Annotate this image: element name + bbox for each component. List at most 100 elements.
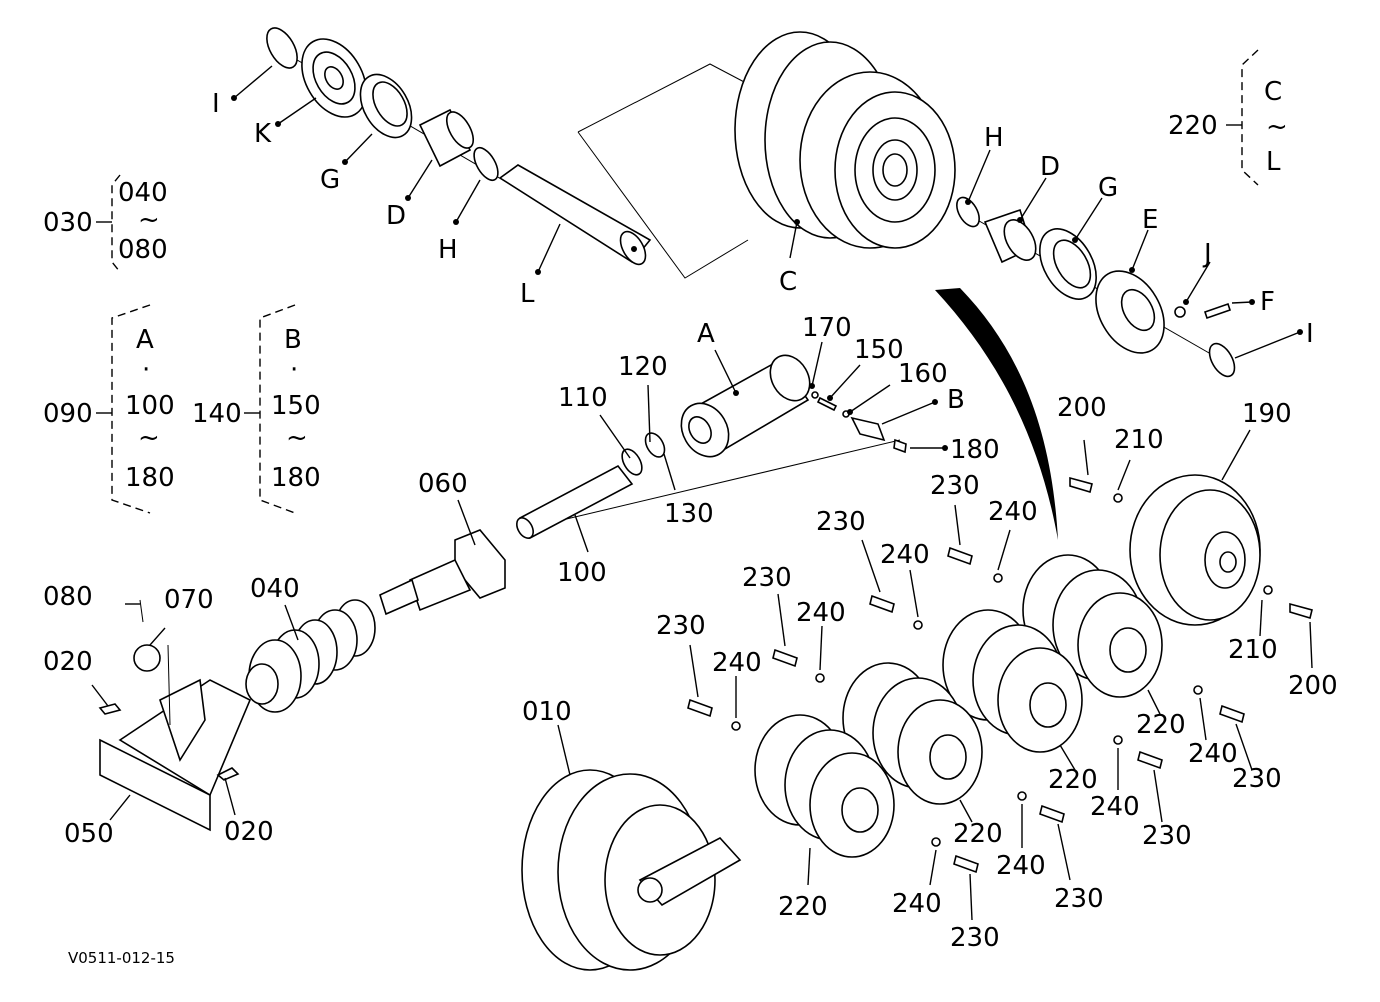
group-220-to: L (1266, 147, 1281, 177)
nut-070 (125, 599, 166, 672)
end-cap-e (1095, 270, 1165, 354)
group-220: 220 C ~ L (1168, 49, 1288, 186)
upper-right-parts (956, 149, 1303, 378)
group-140-parent: 140 (192, 399, 242, 429)
track-roller-1 (1022, 554, 1163, 698)
roller-label-240: 240 (996, 851, 1046, 881)
callout-g-right: G (1098, 173, 1118, 203)
collar-d-right (983, 208, 1037, 264)
callout-labels: I K G D H L C H D G E J F I A 170 150 16… (43, 89, 1338, 967)
callout-150: 150 (854, 335, 904, 365)
group-140-tilde: ~ (286, 423, 308, 453)
callout-c: C (779, 267, 797, 297)
reference-code: V0511-012-15 (68, 949, 175, 967)
group-090-c: 180 (125, 463, 175, 493)
group-090-a: A (136, 325, 154, 355)
roller-label-230: 230 (1142, 821, 1192, 851)
roller-label-240: 240 (880, 540, 930, 570)
roller-label-220: 220 (778, 892, 828, 922)
roller-label-230: 230 (930, 471, 980, 501)
callout-180: 180 (950, 435, 1000, 465)
callout-020-left: 020 (43, 647, 93, 677)
callout-210-right: 210 (1228, 635, 1278, 665)
roller-label-230: 230 (950, 923, 1000, 953)
upper-left-shaft-assembly (231, 27, 652, 275)
callout-060: 060 (418, 469, 468, 499)
roller-fasteners (687, 504, 1253, 921)
idler-wheel-010 (521, 724, 742, 971)
group-090-parent: 090 (43, 399, 93, 429)
roller-label-240: 240 (1090, 792, 1140, 822)
roller-label-230: 230 (1054, 884, 1104, 914)
callout-f: F (1260, 287, 1275, 317)
roller-label-220: 220 (1048, 765, 1098, 795)
callout-d-top: D (386, 201, 406, 231)
seal-g-right (1039, 228, 1097, 300)
callout-k: K (254, 119, 272, 149)
callout-h-top: H (438, 235, 458, 265)
callout-010: 010 (522, 697, 572, 727)
group-030-from: 040 (118, 178, 168, 208)
callout-040: 040 (250, 574, 300, 604)
wheel-190 (1069, 429, 1313, 669)
callout-a: A (697, 319, 715, 349)
group-140-c: 180 (271, 463, 321, 493)
callout-200-top: 200 (1057, 393, 1107, 423)
roller-label-230: 230 (816, 507, 866, 537)
grease-cylinder-assembly (519, 341, 948, 531)
group-090: 090 A · 100 ~ 180 (43, 304, 175, 514)
callout-j: J (1202, 239, 1212, 269)
rod-100 (516, 464, 634, 553)
roller-label-230: 230 (1232, 764, 1282, 794)
group-030-to: 080 (118, 235, 168, 265)
roller-label-240: 240 (988, 497, 1038, 527)
group-140-a: B (284, 325, 302, 355)
callout-100: 100 (557, 558, 607, 588)
callout-070: 070 (164, 585, 214, 615)
callout-d-right: D (1040, 152, 1060, 182)
roller-label-240: 240 (796, 598, 846, 628)
assembly-arrow (935, 288, 1058, 540)
roller-label-230: 230 (656, 611, 706, 641)
group-220-parent: 220 (1168, 111, 1218, 141)
yoke-060 (379, 499, 506, 616)
callout-h-right: H (984, 123, 1004, 153)
callout-050: 050 (64, 819, 114, 849)
group-090-tilde: ~ (138, 423, 160, 453)
spring-040 (245, 599, 376, 713)
callout-e: E (1142, 205, 1158, 235)
callout-210-top: 210 (1114, 425, 1164, 455)
roller-label-220: 220 (1136, 710, 1186, 740)
roller-label-230: 230 (742, 563, 792, 593)
group-030: 030 040 ~ 080 (43, 174, 168, 273)
roller-label-240: 240 (892, 889, 942, 919)
roller-label-220: 220 (953, 819, 1003, 849)
callout-g-top: G (320, 165, 340, 195)
collar-d-top (418, 108, 475, 168)
callout-i-top: I (212, 89, 220, 119)
group-030-parent: 030 (43, 208, 93, 238)
roller-label-240: 240 (1188, 739, 1238, 769)
callout-080: 080 (43, 582, 93, 612)
group-140-b: 150 (271, 391, 321, 421)
callout-b: B (947, 385, 965, 415)
group-140: 140 B · 150 ~ 180 (192, 304, 321, 514)
group-220-tilde: ~ (1266, 112, 1288, 142)
track-roller-c (734, 31, 956, 249)
bearing-housing-k (301, 38, 367, 118)
bracket-050 (91, 644, 252, 832)
group-090-dot: · (142, 355, 150, 385)
group-030-tilde: ~ (138, 205, 160, 235)
callout-120: 120 (618, 352, 668, 382)
callout-i-right: I (1306, 319, 1314, 349)
callout-200-right: 200 (1288, 671, 1338, 701)
group-220-from: C (1264, 77, 1282, 107)
seal-g-top (359, 73, 413, 139)
callout-020-bottom: 020 (224, 817, 274, 847)
callout-170: 170 (802, 313, 852, 343)
group-140-dot: · (290, 355, 298, 385)
track-roller-4 (754, 714, 895, 858)
callout-l: L (520, 279, 535, 309)
assembly-outline (577, 63, 749, 279)
